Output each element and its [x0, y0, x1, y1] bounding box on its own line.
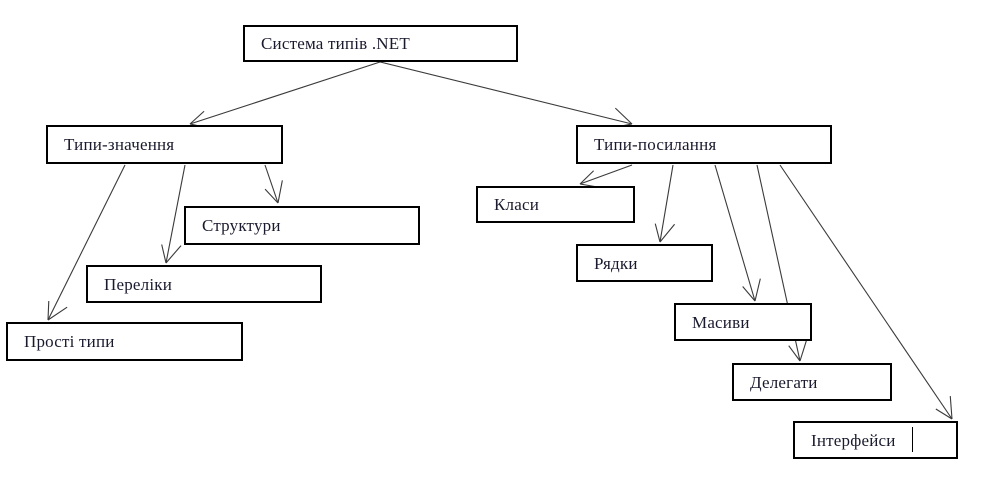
edge-value-to-enums — [161, 164, 186, 264]
node-strings[interactable]: Рядки — [576, 244, 713, 282]
node-delegates[interactable]: Делегати — [732, 363, 892, 401]
edge-reference-to-strings — [654, 164, 676, 243]
node-interfaces[interactable]: Інтерфейси — [793, 421, 958, 459]
node-label-arrays: Масиви — [692, 312, 750, 332]
node-label-structures: Структури — [202, 216, 281, 235]
node-enums[interactable]: Переліки — [86, 265, 322, 303]
node-label-classes: Класи — [494, 195, 540, 214]
edge-reference-to-arrays — [714, 164, 761, 302]
node-structures[interactable]: Структури — [184, 206, 420, 245]
edge-reference-to-classes — [579, 164, 633, 189]
node-label-delegates: Делегати — [750, 372, 818, 392]
node-arrays[interactable]: Масиви — [674, 303, 812, 341]
node-value[interactable]: Типи-значення — [46, 125, 283, 164]
edge-root-to-value — [189, 61, 381, 130]
node-label-interfaces: Інтерфейси — [811, 430, 896, 450]
edge-root-to-reference — [379, 61, 633, 128]
node-simple[interactable]: Прості типи — [6, 322, 243, 361]
node-reference[interactable]: Типи-посилання — [576, 125, 832, 164]
node-label-strings: Рядки — [594, 253, 638, 273]
node-label-simple: Прості типи — [24, 332, 115, 351]
text-caret — [912, 427, 913, 452]
node-label-reference: Типи-посилання — [594, 135, 717, 154]
node-label-enums: Переліки — [104, 274, 173, 294]
node-classes[interactable]: Класи — [476, 186, 635, 223]
node-label-root: Система типів .NET — [261, 34, 410, 53]
node-label-value: Типи-значення — [64, 135, 175, 154]
edge-value-to-structures — [264, 164, 283, 204]
node-root[interactable]: Система типів .NET — [243, 25, 518, 62]
